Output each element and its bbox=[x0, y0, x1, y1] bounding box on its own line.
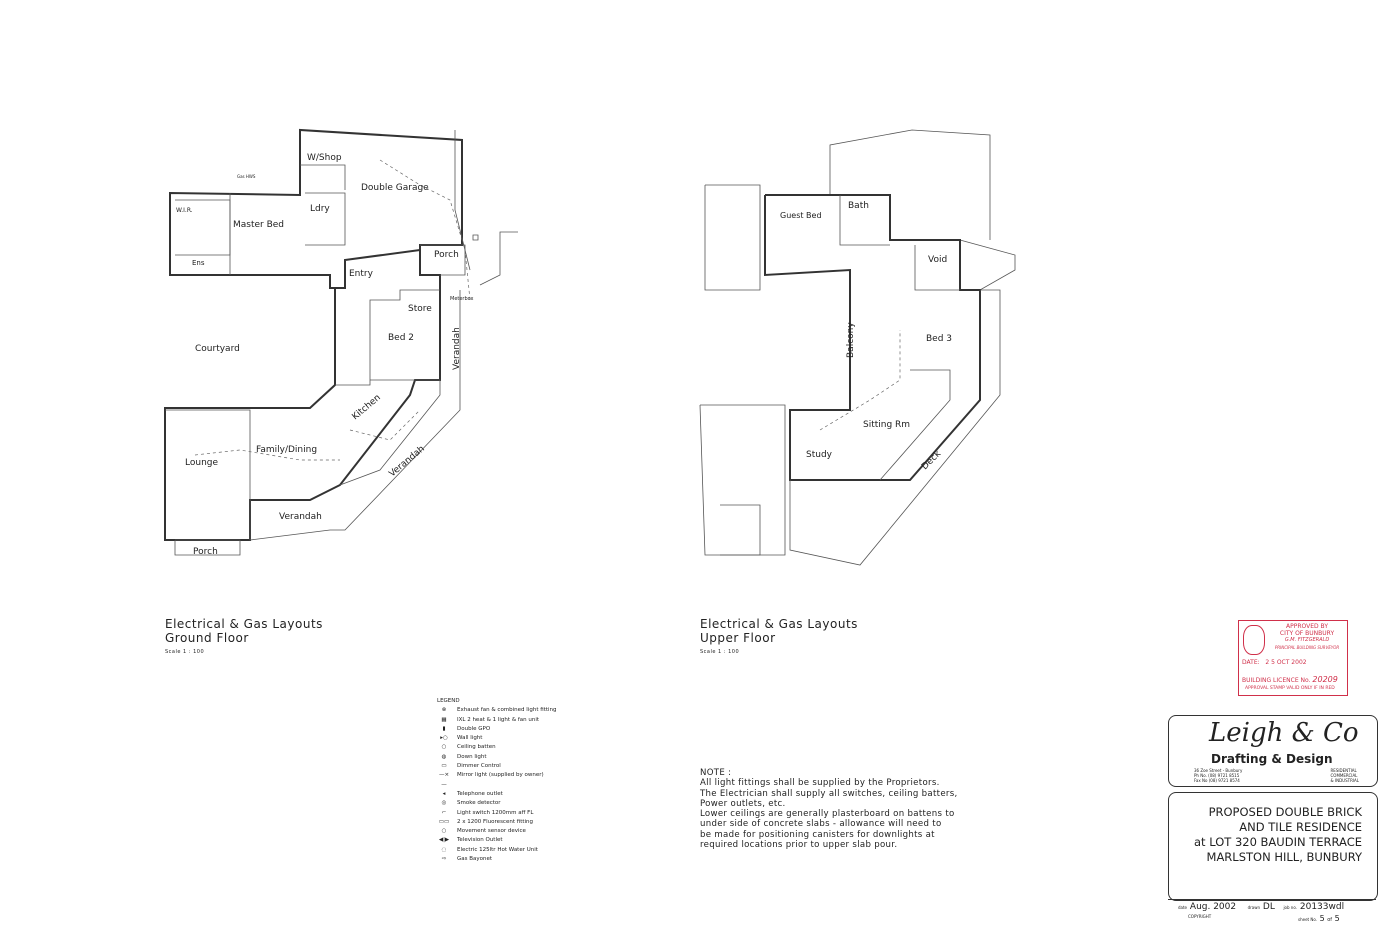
legend-item: ▦ IXL 2 heat & 1 light & fan unit bbox=[437, 716, 557, 725]
room-label: Bed 3 bbox=[926, 334, 952, 344]
crest-icon bbox=[1243, 625, 1265, 655]
legend-symbol-icon: ▸○ bbox=[440, 735, 448, 742]
title-block: Leigh & Co Drafting & Design 36 Zoe Stre… bbox=[1168, 715, 1378, 925]
room-label: Master Bed bbox=[233, 220, 284, 230]
legend-label: Dimmer Control bbox=[457, 763, 501, 770]
legend-symbol-icon: ▦ bbox=[441, 716, 447, 723]
room-label: Double Garage bbox=[361, 183, 429, 193]
room-label: Balcony bbox=[846, 322, 856, 358]
legend-item: ○ Movement sensor device bbox=[437, 827, 557, 836]
legend-symbol-icon: ◌ bbox=[441, 846, 447, 853]
room-label: W/Shop bbox=[307, 153, 342, 163]
legend-label: Double GPO bbox=[457, 725, 491, 732]
legend-item: ▸○ Wall light bbox=[437, 734, 557, 743]
room-label: Entry bbox=[349, 269, 374, 279]
room-label: Bed 2 bbox=[388, 333, 414, 343]
room-label: Lounge bbox=[185, 458, 218, 468]
room-label: Kitchen bbox=[351, 393, 383, 422]
room-label: Ldry bbox=[310, 204, 330, 214]
room-label: Ens bbox=[192, 259, 205, 267]
legend-label: Gas Bayonet bbox=[457, 856, 493, 863]
legend-label: Exhaust fan & combined light fitting bbox=[457, 707, 557, 714]
legend-label: Ceiling batten bbox=[457, 744, 496, 751]
legend-symbol-icon: ○ bbox=[441, 828, 447, 835]
legend-item: ▭ Dimmer Control bbox=[437, 762, 557, 771]
legend-label: 2 x 1200 Fluorescent fitting bbox=[457, 818, 534, 825]
legend-label: Light switch 1200mm aff FL bbox=[457, 809, 534, 816]
note: NOTE : All light fittings shall be suppl… bbox=[700, 768, 958, 851]
legend-label: Telephone outlet bbox=[457, 790, 503, 797]
upper-floor-plan: Guest Bed Bath Void Balcony Bed 3 Sittin… bbox=[699, 129, 1016, 566]
room-label: Verandah bbox=[388, 444, 427, 479]
legend-item: ◌ Electric 125ltr Hot Water Unit bbox=[437, 846, 557, 855]
legend-item: ⊗ Exhaust fan & combined light fitting bbox=[437, 706, 557, 715]
legend-item: ▮ Double GPO bbox=[437, 725, 557, 734]
room-label: Void bbox=[928, 255, 947, 265]
legend-label: Smoke detector bbox=[457, 800, 501, 807]
legend-item: ⇨ Gas Bayonet bbox=[437, 855, 557, 864]
room-label: Study bbox=[806, 450, 833, 460]
legend-symbol-icon: ⌐ bbox=[441, 809, 447, 816]
legend-item: ◀|▶ Television Outlet bbox=[437, 836, 557, 845]
room-label: Gas HWS bbox=[237, 174, 256, 179]
legend-symbol-icon: ◀|▶ bbox=[438, 837, 450, 844]
legend-item: ⌐ Light switch 1200mm aff FL bbox=[437, 809, 557, 818]
room-label: Verandah bbox=[452, 327, 462, 370]
room-label: Sitting Rm bbox=[863, 420, 910, 430]
company-logo: Leigh & Co bbox=[1209, 718, 1359, 748]
ground-floor-plan: W/Shop Double Garage Gas HWS W.I.R. Mast… bbox=[164, 128, 518, 557]
room-label: Meterbox bbox=[450, 296, 474, 302]
legend-symbol-icon: ◍ bbox=[441, 753, 447, 760]
room-label: Store bbox=[408, 304, 432, 314]
legend-label: Movement sensor device bbox=[457, 828, 526, 835]
legend-label: Wall light bbox=[457, 735, 483, 742]
legend-symbol-icon: ○ bbox=[441, 744, 447, 751]
legend-label: IXL 2 heat & 1 light & fan unit bbox=[457, 716, 540, 723]
legend-item: ▭▭ 2 x 1200 Fluorescent fitting bbox=[437, 818, 557, 827]
legend-symbol-icon: —×— bbox=[438, 772, 450, 788]
legend-symbol-icon: ▭▭ bbox=[438, 818, 450, 825]
legend-symbol-icon: ◂ bbox=[442, 790, 446, 797]
room-label: Guest Bed bbox=[780, 211, 822, 220]
room-label: Courtyard bbox=[195, 344, 240, 354]
room-label: Porch bbox=[193, 547, 218, 557]
room-label: Verandah bbox=[279, 512, 322, 522]
legend: LEGEND ⊗Exhaust fan & combined light fit… bbox=[437, 697, 557, 864]
legend-label: Television Outlet bbox=[457, 837, 503, 844]
room-label: Deck bbox=[920, 448, 944, 472]
legend-item: —×— Mirror light (supplied by owner) bbox=[437, 771, 557, 790]
room-label: Porch bbox=[434, 250, 459, 260]
legend-symbol-icon: ▭ bbox=[441, 763, 447, 770]
legend-label: Mirror light (supplied by owner) bbox=[457, 772, 544, 779]
room-label: W.I.R. bbox=[176, 207, 193, 214]
legend-label: Electric 125ltr Hot Water Unit bbox=[457, 846, 538, 853]
legend-label: Down light bbox=[457, 753, 487, 760]
legend-item: ◍ Down light bbox=[437, 753, 557, 762]
legend-symbol-icon: ⇨ bbox=[441, 856, 447, 863]
room-label: Bath bbox=[848, 201, 869, 211]
room-label: Family/Dining bbox=[256, 445, 317, 455]
legend-symbol-icon: ⊗ bbox=[441, 707, 447, 714]
legend-item: ○ Ceiling batten bbox=[437, 743, 557, 752]
legend-item: ◎ Smoke detector bbox=[437, 799, 557, 808]
legend-item: ◂ Telephone outlet bbox=[437, 790, 557, 799]
legend-symbol-icon: ◎ bbox=[441, 800, 447, 807]
legend-symbol-icon: ▮ bbox=[442, 725, 446, 732]
